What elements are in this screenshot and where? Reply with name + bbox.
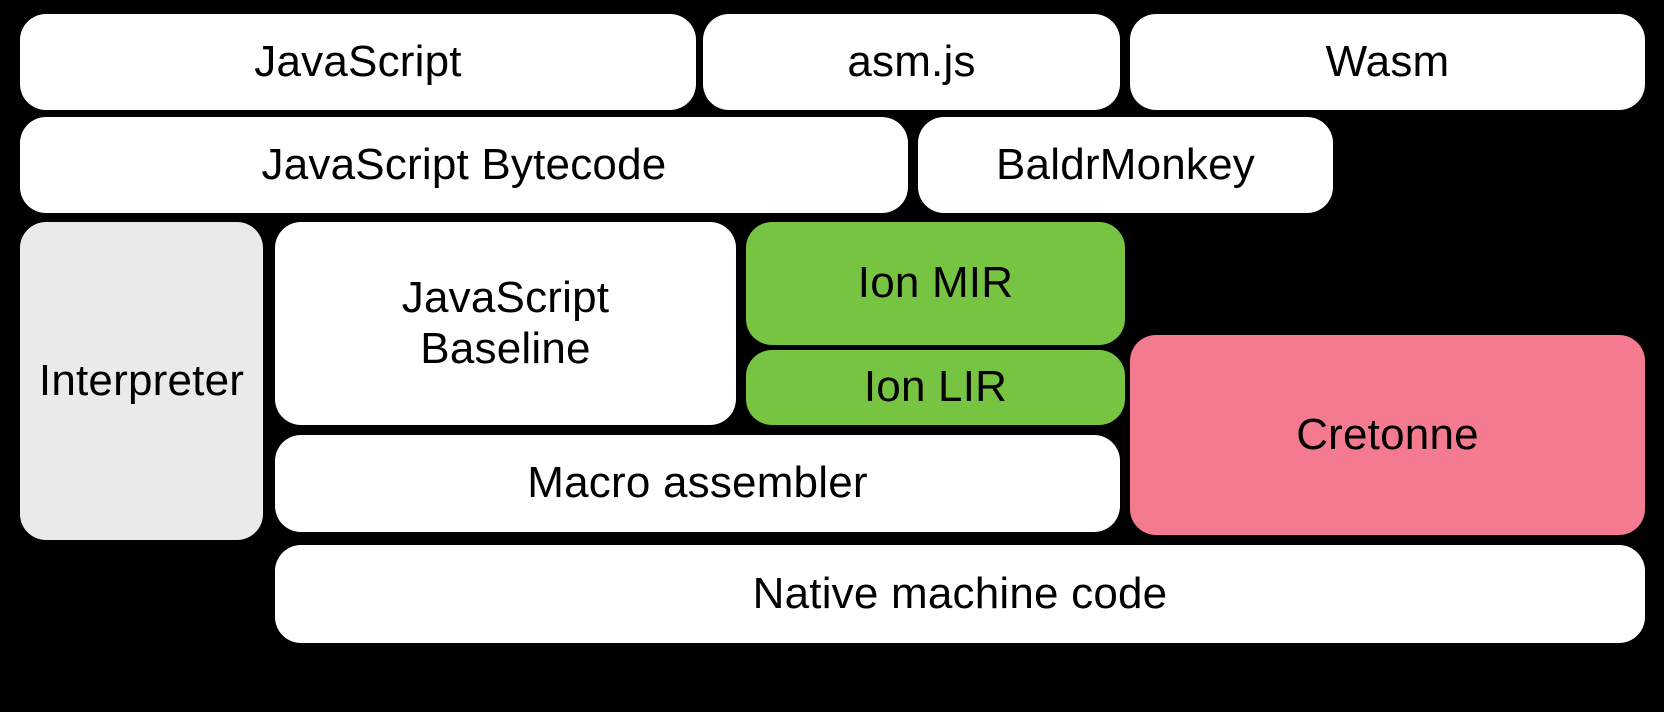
node-javascript-bytecode: JavaScript Bytecode	[20, 117, 908, 213]
node-macro-assembler: Macro assembler	[275, 435, 1120, 532]
node-wasm: Wasm	[1130, 14, 1645, 110]
node-baldrmonkey: BaldrMonkey	[918, 117, 1333, 213]
node-ion-mir: Ion MIR	[746, 222, 1125, 345]
node-javascript-baseline: JavaScript Baseline	[275, 222, 736, 425]
node-ion-lir: Ion LIR	[746, 350, 1125, 425]
node-interpreter: Interpreter	[20, 222, 263, 540]
node-asmjs: asm.js	[703, 14, 1120, 110]
node-cretonne: Cretonne	[1130, 335, 1645, 535]
node-javascript: JavaScript	[20, 14, 696, 110]
node-native-machine-code: Native machine code	[275, 545, 1645, 643]
